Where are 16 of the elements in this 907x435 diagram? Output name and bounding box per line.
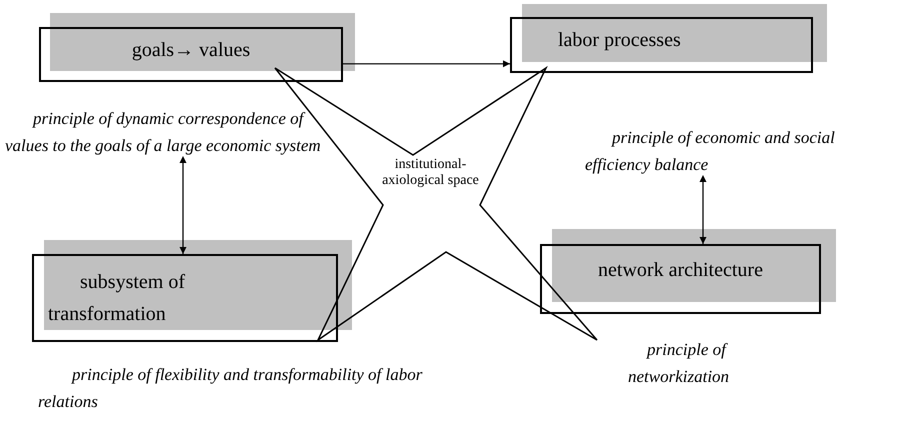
process-box [39, 27, 343, 82]
arrow [343, 60, 510, 68]
principle-text: principle of networkization [628, 339, 730, 388]
principle-text: principle of dynamic correspondence of values to the goals of a large economic system [5, 108, 322, 157]
box-label: network architecture [597, 258, 764, 283]
double-arrow [180, 156, 186, 254]
process-box [510, 17, 813, 73]
principle-text: principle of economic and social efficiency balance [585, 127, 836, 176]
double-arrow [700, 175, 706, 244]
box-label: subsystem of transformation [48, 270, 186, 327]
process-box [540, 244, 821, 314]
process-box [32, 254, 338, 342]
box-label: labor processes [558, 28, 682, 53]
principle-text: principle of flexibility and transformability of labor relations [38, 364, 424, 413]
star-label: institutional-axiological space [381, 157, 480, 189]
box-label: goals→ values [130, 38, 252, 63]
